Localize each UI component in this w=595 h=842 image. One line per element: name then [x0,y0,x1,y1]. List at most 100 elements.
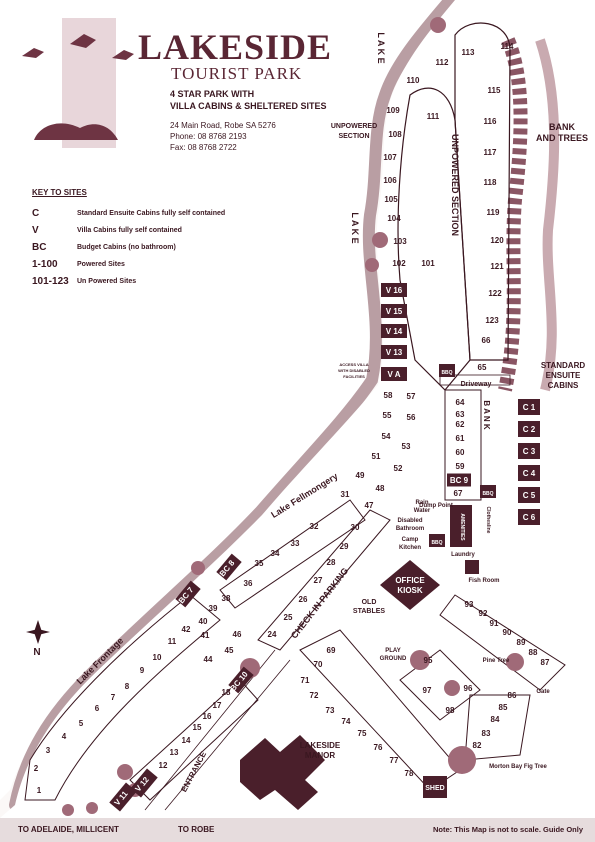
key-code: C [32,208,40,219]
footer-bar: TO ADELAIDE, MILLICENT TO ROBE [0,818,595,842]
map-label-office2: KIOSK [397,586,423,595]
map-label-lake1: L A K E [376,32,386,63]
map-label-access3: FACILITIES [343,374,365,379]
site-powered: 76 [374,743,383,752]
check-in-row [257,509,391,651]
budget-cabin-box [216,553,242,581]
bank-trees [498,37,528,392]
site-powered: 48 [376,484,385,493]
site-unpowered: 114 [501,42,514,51]
villa-cabin-box [381,283,407,297]
site-powered: 41 [201,631,210,640]
map-label-north: N [33,647,40,658]
site-powered: 12 [159,761,168,770]
key-code: BC [32,242,47,253]
map-label-amenities: AMENITIES [459,513,465,541]
site-unpowered: 113 [462,48,475,57]
key-desc: Standard Ensuite Cabins fully self conta… [77,210,226,217]
site-unpowered: 111 [427,112,440,121]
site-powered: 18 [222,688,231,697]
unpowered-loop [454,22,511,361]
villa-cabin-box [381,324,407,338]
map-label-unpowered-left2: SECTION [338,133,369,140]
map-label-camp2: Kitchen [399,545,421,551]
site-powered: 16 [203,712,212,721]
site-powered: 36 [244,579,253,588]
villa-cabin: V A [387,370,400,379]
villa-cabin-box [381,304,407,318]
site-powered: 49 [356,471,365,480]
tagline: 4 STAR PARK WITH VILLA CABINS & SHELTERE… [170,88,327,112]
bbq-label: BBQ [431,540,442,546]
site-powered: 73 [326,706,335,715]
site-powered: 53 [402,442,411,451]
park-title: LAKESIDE [138,27,333,67]
map-label-play2: GROUND [380,656,407,662]
site-unpowered: 106 [383,176,397,185]
site-unpowered: 120 [490,236,504,245]
contact-block: 24 Main Road, Robe SA 5276 Phone: 08 876… [170,120,276,153]
site-unpowered: 109 [386,106,400,115]
site-powered: 95 [424,656,433,665]
key-desc: Budget Cabins (no bathroom) [77,244,176,251]
map-label-std3: CABINS [548,381,579,390]
bbq-marker [480,485,496,498]
bank-lines [535,38,560,392]
site-powered: 75 [358,729,367,738]
fax: Fax: 08 8768 2722 [170,143,237,152]
site-powered: 1 [37,786,42,795]
site-powered: 13 [170,748,179,757]
site-powered: 47 [365,501,374,510]
tagline-line1: 4 STAR PARK WITH [170,89,255,99]
site-powered: 45 [225,646,234,655]
bbq-label: BBQ [482,491,493,497]
site-powered: 25 [284,613,293,622]
site-powered: 84 [491,715,500,724]
villa-cabin-box [109,782,137,812]
site-powered: 92 [479,609,488,618]
office-kiosk [380,560,440,610]
site-powered: 64 [456,398,465,407]
villa-cabin-box [130,768,158,798]
bbq-label: BBQ [441,370,452,376]
map-label-rain-water1: Rain [415,500,428,506]
site-powered: 4 [62,732,67,741]
address: 24 Main Road, Robe SA 5276 [170,121,276,130]
unpowered-block [397,87,471,391]
cabin-c: C 1 [523,403,536,412]
villa-cabin-box [381,367,407,381]
map-label-old-stables2: STABLES [353,608,385,615]
site-powered: 2 [34,764,39,773]
key-row: BC Budget Cabins (no bathroom) [32,239,225,256]
budget-cabin-box [447,473,471,487]
budget-cabin-box [228,666,254,694]
site-powered: 51 [372,452,381,461]
site-unpowered: 119 [487,208,500,217]
site-powered: 87 [541,658,550,667]
site-powered: 63 [456,410,465,419]
site-powered: 42 [182,625,191,634]
site-powered: 55 [383,411,392,420]
cabin-c-box [518,487,540,503]
site-powered: 60 [456,448,465,457]
cabin-c-box [518,421,540,437]
site-powered: 59 [456,462,465,471]
site-unpowered: 122 [488,289,502,298]
site-powered: 35 [255,559,264,568]
key-desc: Un Powered Sites [77,278,137,285]
site-powered: 52 [394,464,403,473]
site-unpowered: 103 [393,237,407,246]
map-label-bank-trees1: BANK [549,122,575,132]
cabin-c-box [518,465,540,481]
fish-room [465,560,479,574]
site-unpowered: 116 [484,117,497,126]
site-powered: 26 [299,595,308,604]
cabin-c-box [518,443,540,459]
map-label-unpowered-left: UNPOWERED [331,123,377,130]
map-label-shed: SHED [425,785,444,792]
site-powered: 86 [508,691,517,700]
map-label-old-stables1: OLD [362,599,377,606]
site-powered: 33 [291,539,300,548]
